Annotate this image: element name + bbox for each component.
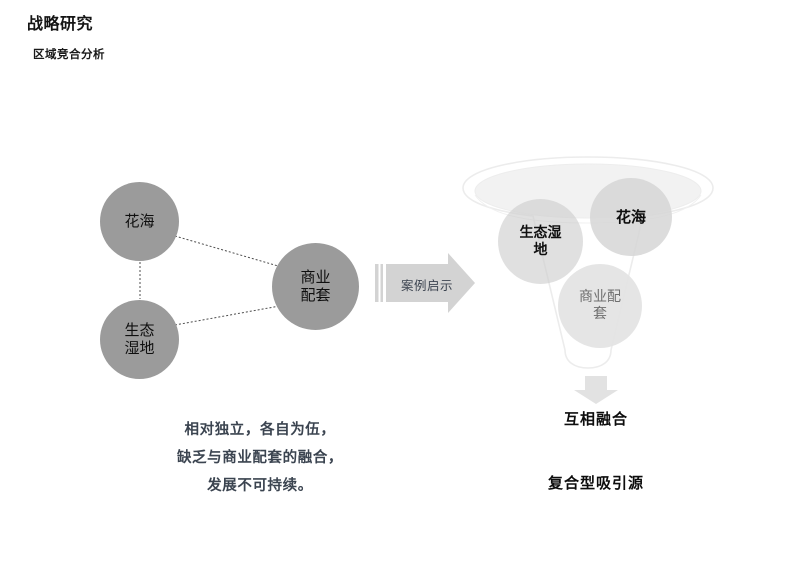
right-arrow-icon xyxy=(375,253,475,313)
down-arrow-icon xyxy=(574,376,618,404)
left-node-shengtai-shidi[interactable]: 生态 湿地 xyxy=(100,300,179,379)
left-node-huahai-label: 花海 xyxy=(124,211,155,230)
funnel-rim-shade xyxy=(474,194,702,224)
funnel-node-shidi-label: 生态湿 地 xyxy=(510,225,572,259)
funnel-node-shangye-peitao[interactable]: 商业配 套 xyxy=(558,264,642,348)
funnel-node-shengtai-shidi[interactable]: 生态湿 地 xyxy=(498,199,583,284)
funnel-node-peitao-line1: 商业配 xyxy=(579,289,621,306)
connector-shidi-peitao xyxy=(174,304,286,326)
funnel-node-huahai[interactable]: 花海 xyxy=(590,178,672,256)
right-caption-secondary: 复合型吸引源 xyxy=(547,474,644,492)
left-caption-line-2: 缺乏与商业配套的融合， xyxy=(176,449,344,466)
right-caption-primary: 互相融合 xyxy=(563,410,628,428)
funnel-node-shidi-line1: 生态湿 xyxy=(519,224,562,241)
case-insight-arrow[interactable]: 案例启示 xyxy=(374,252,482,318)
left-node-shangye-peitao[interactable]: 商业 配套 xyxy=(272,243,359,330)
page-title: 战略研究 xyxy=(27,14,94,33)
left-node-peitao-label: 商业 配套 xyxy=(285,267,347,304)
funnel-node-huahai-label: 花海 xyxy=(615,208,646,226)
connector-huahai-peitao xyxy=(174,235,286,269)
left-node-shidi-label: 生态 湿地 xyxy=(109,320,171,357)
left-caption-line-1: 相对独立，各自为伍， xyxy=(184,422,336,438)
left-node-peitao-line1: 商业 xyxy=(300,267,331,286)
left-caption-line-3: 发展不可持续。 xyxy=(207,477,313,494)
left-node-huahai[interactable]: 花海 xyxy=(100,182,179,261)
case-insight-arrow-label: 案例启示 xyxy=(400,278,453,293)
left-caption: 相对独立，各自为伍， 缺乏与商业配套的融合， 发展不可持续。 xyxy=(110,417,410,500)
page-subtitle: 区域竞合分析 xyxy=(33,47,105,61)
left-node-shidi-line2: 湿地 xyxy=(124,338,155,357)
left-node-diagram: 花海 生态 湿地 商业 配套 xyxy=(100,182,359,379)
funnel-node-shidi-line2: 地 xyxy=(533,241,548,258)
funnel-node-peitao-line2: 套 xyxy=(593,306,607,322)
left-node-shidi-line1: 生态 xyxy=(124,320,155,339)
left-node-peitao-line2: 配套 xyxy=(300,285,331,304)
funnel-node-peitao-label: 商业配 套 xyxy=(569,289,631,323)
